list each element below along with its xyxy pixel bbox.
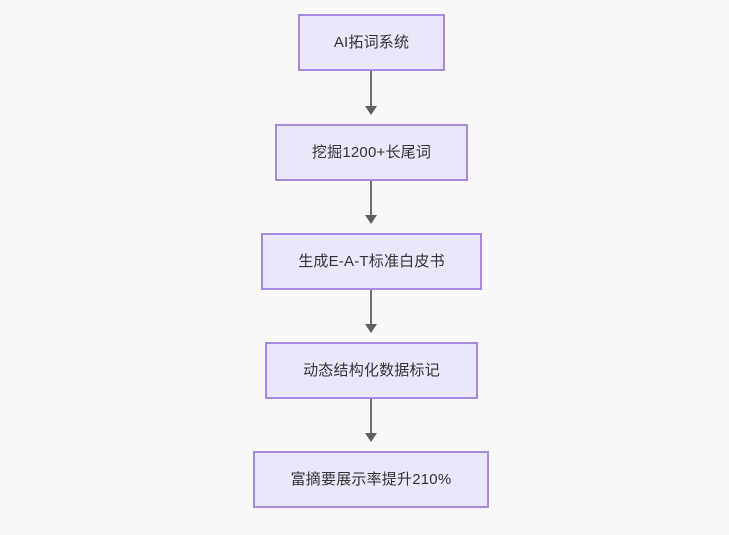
flow-node-label: 富摘要展示率提升210% — [290, 471, 452, 488]
edge-line — [370, 181, 372, 215]
flow-edge-2 — [365, 181, 377, 224]
flow-node-label: 生成E-A-T标准白皮书 — [298, 253, 445, 270]
flow-edge-3 — [365, 290, 377, 333]
flow-edge-1 — [365, 71, 377, 115]
flow-node-mine-longtail-keywords[interactable]: 挖掘1200+长尾词 — [275, 124, 468, 181]
edge-line — [370, 71, 372, 106]
arrowhead-icon — [365, 324, 377, 333]
flow-node-ai-keyword-system[interactable]: AI拓词系统 — [298, 14, 445, 71]
arrowhead-icon — [365, 215, 377, 224]
edge-line — [370, 399, 372, 433]
flow-edge-4 — [365, 399, 377, 442]
flow-node-label: 动态结构化数据标记 — [303, 362, 440, 379]
flow-node-generate-eat-whitepaper[interactable]: 生成E-A-T标准白皮书 — [261, 233, 482, 290]
flow-node-rich-snippet-impression-lift[interactable]: 富摘要展示率提升210% — [253, 451, 489, 508]
arrowhead-icon — [365, 106, 377, 115]
flow-node-label: AI拓词系统 — [333, 34, 410, 51]
flow-node-dynamic-structured-data-markup[interactable]: 动态结构化数据标记 — [265, 342, 478, 399]
arrowhead-icon — [365, 433, 377, 442]
edge-line — [370, 290, 372, 324]
flow-node-label: 挖掘1200+长尾词 — [311, 144, 432, 161]
